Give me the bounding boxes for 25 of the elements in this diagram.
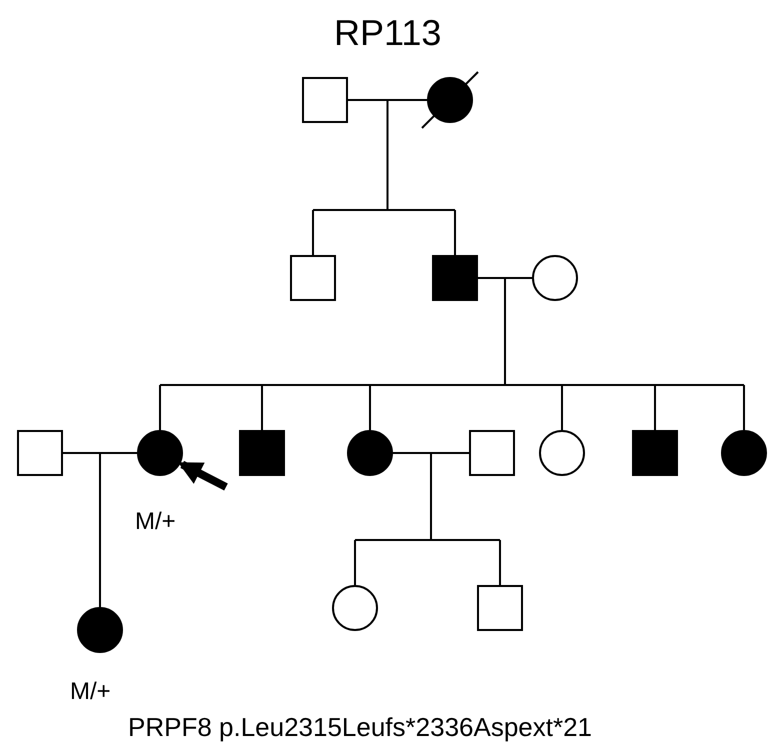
variant-caption: PRPF8 p.Leu2315Leufs*2336Aspext*21 — [128, 712, 592, 743]
unaffected-male-symbol — [17, 430, 63, 476]
affected-female-symbol — [77, 607, 123, 653]
family-lines — [159, 277, 745, 431]
affected-female-symbol — [427, 77, 473, 123]
affected-male-symbol — [632, 430, 678, 476]
genotype-label: M/+ — [135, 508, 176, 536]
affected-male-symbol — [432, 255, 478, 301]
unaffected-female-symbol — [539, 430, 585, 476]
unaffected-male-symbol — [477, 585, 523, 631]
pedigree-title: RP113 — [334, 12, 442, 54]
affected-female-symbol — [721, 430, 767, 476]
unaffected-male-symbol — [302, 77, 348, 123]
family-lines — [312, 99, 456, 256]
family-lines — [62, 452, 138, 608]
family-lines — [354, 452, 501, 586]
unaffected-female-symbol — [532, 255, 578, 301]
proband-arrow — [178, 460, 228, 491]
affected-male-symbol — [239, 430, 285, 476]
affected-female-symbol — [347, 430, 393, 476]
unaffected-female-symbol — [332, 585, 378, 631]
affected-female-symbol — [137, 430, 183, 476]
unaffected-male-symbol — [290, 255, 336, 301]
unaffected-male-symbol — [469, 430, 515, 476]
genotype-label: M/+ — [70, 678, 111, 706]
